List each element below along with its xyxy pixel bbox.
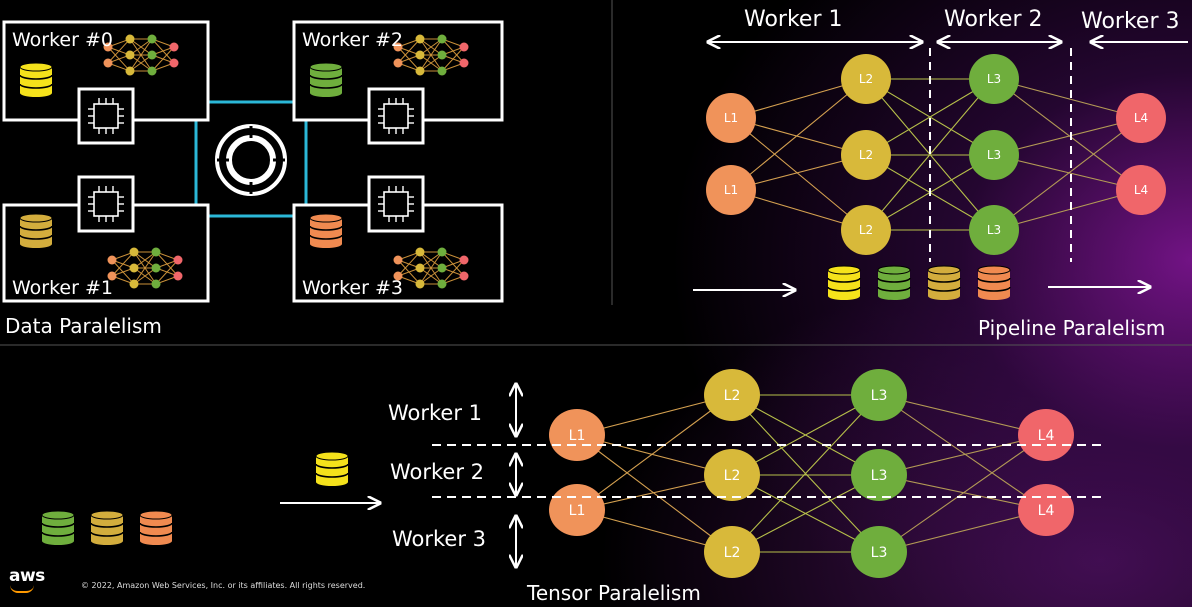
cpu-icon xyxy=(77,175,135,233)
layer-node xyxy=(851,369,907,421)
database-icon xyxy=(309,213,343,249)
layer-node xyxy=(841,130,891,180)
layer-node xyxy=(704,369,760,421)
layer-node xyxy=(969,54,1019,104)
pipeline-worker-3-label: Worker 3 xyxy=(1081,9,1180,34)
layer-node xyxy=(1116,165,1166,215)
pipeline-worker-1-label: Worker 1 xyxy=(744,7,843,32)
worker-2-label: Worker #2 xyxy=(302,29,403,51)
aws-smile-icon xyxy=(10,585,34,593)
tensor-parallelism-section: L1 L1 L2 L2 L2 L3 L3 L3 L4 L4 xyxy=(41,369,1102,578)
layer-label: L2 xyxy=(724,545,741,561)
layer-node xyxy=(851,449,907,501)
tensor-parallelism-title: Tensor Paralelism xyxy=(527,581,701,605)
layer-node xyxy=(969,205,1019,255)
layer-label: L1 xyxy=(569,503,586,519)
aws-logo: aws xyxy=(9,566,45,586)
layer-label: L3 xyxy=(987,223,1001,237)
database-icon xyxy=(315,451,349,487)
copyright-text: © 2022, Amazon Web Services, Inc. or its… xyxy=(81,581,366,590)
layer-label: L4 xyxy=(1134,183,1148,197)
worker-0-label: Worker #0 xyxy=(12,29,113,51)
layer-label: L3 xyxy=(871,545,888,561)
layer-node xyxy=(704,526,760,578)
layer-node xyxy=(841,205,891,255)
layer-label: L1 xyxy=(724,111,738,125)
layer-label: L1 xyxy=(569,428,586,444)
layer-label: L4 xyxy=(1038,428,1055,444)
layer-label: L1 xyxy=(724,183,738,197)
tensor-worker-3-label: Worker 3 xyxy=(392,527,487,551)
layer-label: L3 xyxy=(871,468,888,484)
worker-1-label: Worker #1 xyxy=(12,277,113,299)
pipeline-parallelism-title: Pipeline Paralelism xyxy=(978,316,1166,340)
layer-label: L2 xyxy=(859,72,873,86)
layer-node xyxy=(851,526,907,578)
pipeline-worker-2-label: Worker 2 xyxy=(944,7,1043,32)
layer-label: L4 xyxy=(1134,111,1148,125)
layer-label: L4 xyxy=(1038,503,1055,519)
layer-label: L2 xyxy=(724,388,741,404)
data-parallelism-section xyxy=(2,20,504,303)
layer-node xyxy=(1116,93,1166,143)
database-icon xyxy=(19,62,53,98)
layer-node xyxy=(704,449,760,501)
pipeline-edges xyxy=(730,78,1142,231)
layer-label: L3 xyxy=(987,148,1001,162)
cpu-icon xyxy=(77,87,135,145)
database-icon xyxy=(877,265,911,301)
sync-ring-icon xyxy=(215,124,287,196)
database-icon xyxy=(827,265,861,301)
layer-label: L3 xyxy=(987,72,1001,86)
layer-node xyxy=(549,409,605,461)
layer-node xyxy=(841,54,891,104)
cpu-icon xyxy=(367,87,425,145)
layer-label: L2 xyxy=(724,468,741,484)
tensor-edges xyxy=(576,394,1047,553)
database-icon xyxy=(90,510,124,546)
layer-node xyxy=(706,93,756,143)
database-icon xyxy=(927,265,961,301)
database-icon xyxy=(19,213,53,249)
layer-label: L3 xyxy=(871,388,888,404)
database-icon xyxy=(977,265,1011,301)
database-icon xyxy=(309,62,343,98)
pipeline-parallelism-section: L1 L1 L2 L2 L2 L3 L3 L3 L4 L4 xyxy=(693,42,1188,301)
tensor-worker-2-label: Worker 2 xyxy=(390,460,485,484)
layer-label: L2 xyxy=(859,223,873,237)
layer-node xyxy=(969,130,1019,180)
layer-node xyxy=(706,165,756,215)
database-icon xyxy=(139,510,173,546)
data-parallelism-title: Data Paralelism xyxy=(5,314,162,338)
layer-label: L2 xyxy=(859,148,873,162)
layer-node xyxy=(1018,409,1074,461)
database-icon xyxy=(41,510,75,546)
cpu-icon xyxy=(367,175,425,233)
worker-3-label: Worker #3 xyxy=(302,277,403,299)
tensor-worker-1-label: Worker 1 xyxy=(388,401,483,425)
